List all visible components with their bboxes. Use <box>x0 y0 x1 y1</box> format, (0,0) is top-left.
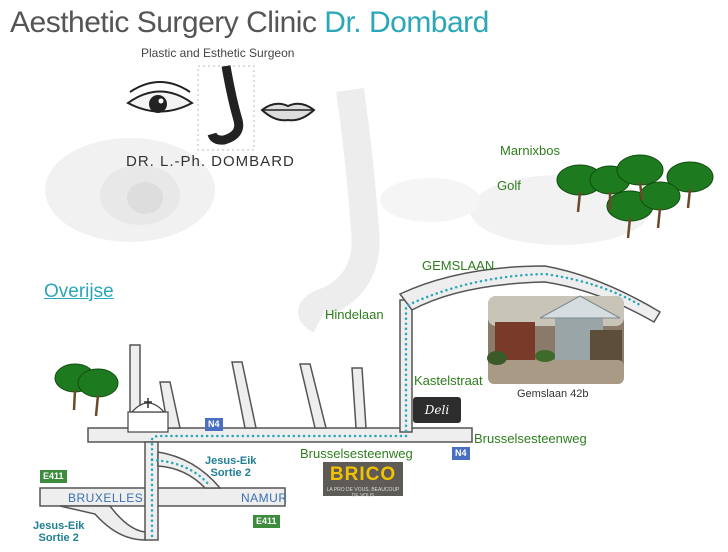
label-jesus-eik-bottom-line1: Jesus-Eik <box>33 520 85 532</box>
label-golf: Golf <box>497 178 521 193</box>
logo-name: DR. L.-Ph. DOMBARD <box>126 153 295 170</box>
background-face-watermark <box>45 88 650 333</box>
label-marnixbos: Marnixbos <box>500 143 560 158</box>
label-kastelstraat: Kastelstraat <box>414 373 483 388</box>
label-jesus-eik-bottom: Jesus-Eik Sortie 2 <box>33 520 84 544</box>
brico-logo: BRICO LA PRO DE VOUS, BEAUCOUP DE VOUS <box>323 462 403 499</box>
label-jesus-eik-top: Jesus-Eik Sortie 2 <box>205 455 256 479</box>
brico-logo-subtext: LA PRO DE VOUS, BEAUCOUP DE VOUS <box>326 487 400 499</box>
label-jesus-eik-top-line2: Sortie 2 <box>210 467 251 479</box>
road-e411 <box>39 487 286 507</box>
road-exit-ramp-bottom <box>59 505 146 541</box>
road-side-4 <box>299 363 327 429</box>
subtitle: Plastic and Esthetic Surgeon <box>141 46 295 60</box>
n4-badge-bottom: N4 <box>452 447 470 460</box>
label-gemslaan: GEMSLAAN <box>422 258 495 273</box>
label-namur: NAMUR <box>241 491 288 505</box>
photo-caption: Gemslaan 42b <box>517 388 589 400</box>
e411-badge-left: E411 <box>40 470 67 483</box>
label-brusselsesteenweg-right: Brusselsesteenweg <box>474 431 587 446</box>
road-side-5 <box>351 367 367 429</box>
church-icon <box>127 398 169 433</box>
clinic-photo <box>487 295 624 384</box>
deli-logo: Deli <box>413 397 461 423</box>
overijse-link[interactable]: Overijse <box>44 281 114 302</box>
roads <box>39 265 662 541</box>
route-dots <box>150 272 642 538</box>
lips-icon <box>260 102 316 122</box>
e411-badge-right: E411 <box>253 515 280 528</box>
label-brusselsesteenweg-mid: Brusselsesteenweg <box>300 446 413 461</box>
label-jesus-eik-top-line1: Jesus-Eik <box>205 455 257 467</box>
label-bruxelles: BRUXELLES <box>68 491 144 505</box>
label-jesus-eik-bottom-line2: Sortie 2 <box>38 532 79 544</box>
road-gemslaan <box>398 265 662 324</box>
road-hindelaan <box>399 299 413 433</box>
label-hindelaan: Hindelaan <box>325 307 384 322</box>
trees-marnixbos <box>556 154 714 239</box>
nose-icon <box>207 65 244 145</box>
logo-drawing <box>126 65 316 151</box>
road-side-3 <box>231 361 257 429</box>
title-accent: Dr. Dombard <box>324 6 489 39</box>
n4-badge-top: N4 <box>205 418 223 431</box>
brico-logo-text: BRICO <box>329 464 397 485</box>
trees-left <box>54 363 119 417</box>
road-brusselsesteenweg <box>87 427 473 443</box>
page-title: Aesthetic Surgery Clinic Dr. Dombard <box>10 6 489 39</box>
